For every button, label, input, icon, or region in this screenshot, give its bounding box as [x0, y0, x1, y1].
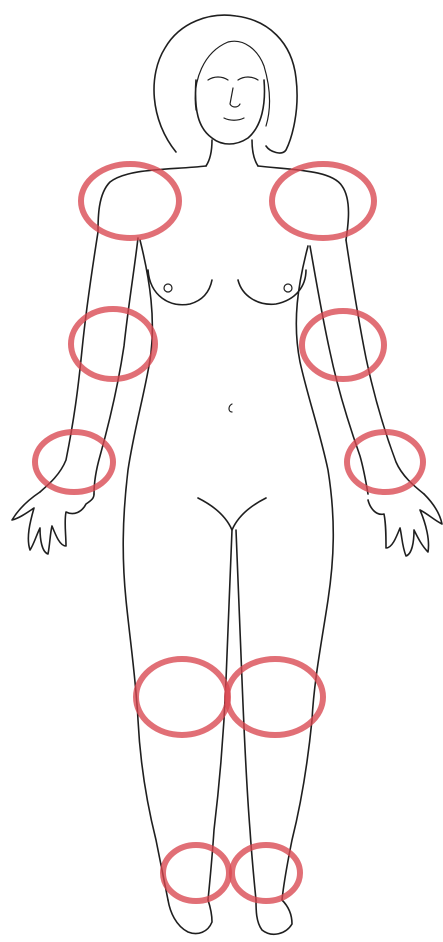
right-ankle-marker [163, 845, 229, 901]
torso-right [282, 246, 333, 900]
hand-right [368, 494, 442, 556]
hair-inner [195, 41, 269, 126]
shoulder-left [98, 166, 206, 232]
hand-left [12, 492, 94, 554]
body-outline [12, 15, 442, 934]
right-shoulder-marker [81, 164, 179, 238]
foot-left [168, 900, 212, 934]
neck-right [252, 140, 258, 166]
arm-right-outer [346, 240, 424, 494]
groin [198, 498, 266, 530]
left-wrist-marker [347, 432, 423, 492]
right-wrist-marker [35, 432, 113, 492]
left-eye [208, 77, 228, 80]
foot-right [256, 900, 292, 934]
right-eye [238, 77, 258, 80]
left-elbow-marker [302, 311, 384, 379]
hair-outline [154, 15, 297, 153]
breast-right [238, 270, 306, 304]
left-knee-marker [227, 659, 323, 735]
arm-left-outer [40, 232, 98, 492]
face-outline [196, 80, 265, 144]
left-ankle-marker [232, 845, 300, 901]
joint-markers [35, 164, 423, 901]
arm-left-inner [94, 238, 138, 494]
breast-left [148, 270, 212, 305]
nipple-left [164, 284, 172, 292]
navel [229, 404, 232, 412]
mouth [224, 118, 244, 120]
right-elbow-marker [71, 309, 155, 379]
nipple-right [284, 284, 292, 292]
neck-left [206, 140, 212, 166]
right-knee-marker [136, 659, 228, 735]
torso-left [123, 240, 168, 900]
nose [230, 88, 240, 107]
